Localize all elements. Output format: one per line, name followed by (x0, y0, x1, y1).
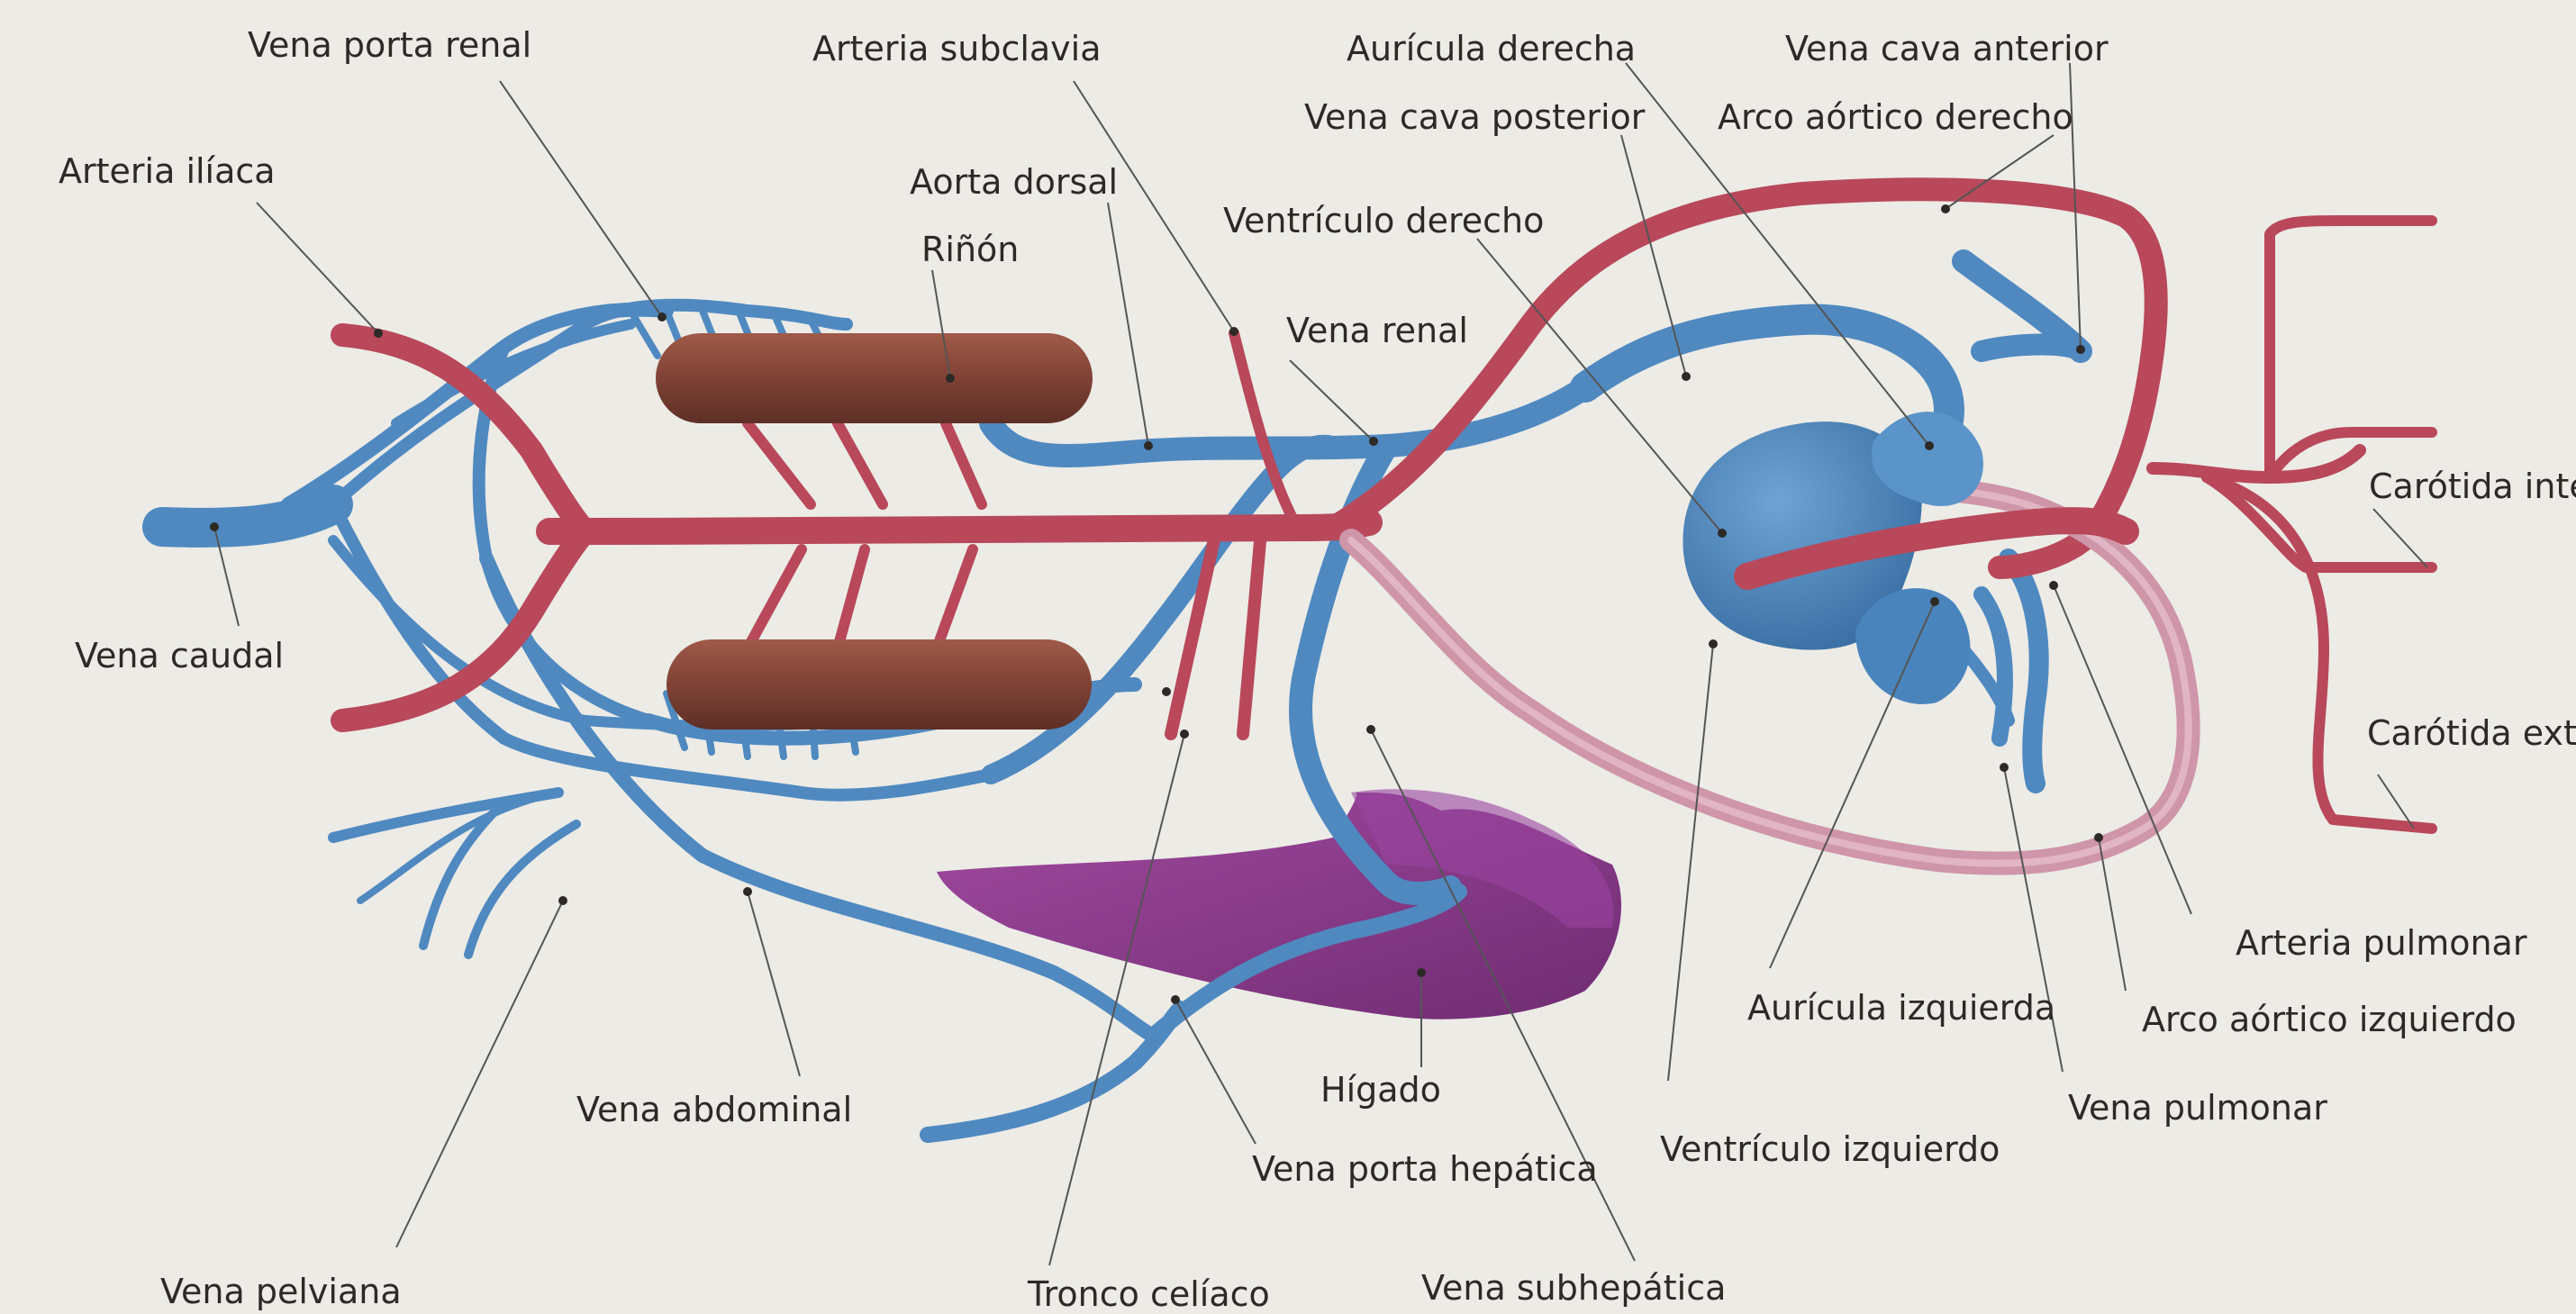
leader-carotida-interna (2373, 509, 2427, 567)
carotid-trunk (2153, 450, 2360, 477)
arteria-iliaca-vessel (342, 335, 585, 531)
leader-auricula-izquierda (1770, 602, 1935, 968)
label-vena-porta-hepatica: Vena porta hepática (1252, 1149, 1598, 1189)
carotida-branch-upper (2270, 221, 2432, 477)
rinon-lower (667, 639, 1092, 729)
label-arteria-iliaca: Arteria ilíaca (59, 151, 276, 191)
label-ventriculo-izquierdo: Ventrículo izquierdo (1660, 1129, 2000, 1169)
label-arteria-subclavia: Arteria subclavia (812, 29, 1102, 68)
leader-arteria-iliaca (257, 203, 378, 333)
leader-vena-renal (1290, 360, 1374, 441)
label-vena-caudal: Vena caudal (75, 636, 284, 675)
leader-aorta-dorsal (1108, 203, 1148, 446)
label-vena-cava-posterior: Vena cava posterior (1304, 97, 1645, 137)
leader-ventriculo-derecho (1477, 239, 1722, 533)
vena-pulmonar-vessel (2009, 558, 2039, 784)
leader-vena-porta-renal (500, 81, 662, 317)
artery-system (342, 189, 2432, 829)
label-aorta-dorsal: Aorta dorsal (910, 162, 1118, 202)
carotida-externa-vessel (2207, 477, 2432, 829)
label-arco-aortico-izquierdo: Arco aórtico izquierdo (2142, 1000, 2517, 1039)
vena-caudal-vessel (162, 504, 333, 528)
label-vena-subhepatica: Vena subhepática (1421, 1268, 1726, 1308)
leader-vena-porta-hepatica (1175, 1000, 1256, 1144)
auricula-izquierda-shape (1855, 588, 1970, 704)
leader-tronco-celiaco (1049, 734, 1184, 1265)
leader-vena-pelviana (396, 901, 563, 1247)
leader-ventriculo-izquierdo (1668, 644, 1713, 1081)
label-carotida-externa: Carótida exte (2367, 713, 2576, 753)
label-rinon: Riñón (921, 230, 1019, 269)
label-vena-pelviana: Vena pelviana (160, 1272, 402, 1311)
label-auricula-izquierda: Aurícula izquierda (1747, 988, 2055, 1028)
label-tronco-celiaco: Tronco celíaco (1028, 1274, 1270, 1314)
label-carotida-interna: Carótida inte (2369, 467, 2576, 506)
label-higado: Hígado (1320, 1070, 1441, 1110)
label-vena-porta-renal: Vena porta renal (248, 25, 531, 65)
leader-arteria-subclavia (1074, 81, 1234, 331)
aorta-dorsal-vessel (549, 522, 1369, 531)
label-vena-abdominal: Vena abdominal (576, 1090, 852, 1129)
tronco-celiaco-vessel (1171, 531, 1216, 734)
label-vena-renal: Vena renal (1286, 311, 1468, 350)
label-auricula-derecha: Aurícula derecha (1347, 29, 1636, 68)
leader-vena-abdominal (748, 892, 800, 1076)
rinon-upper (656, 333, 1093, 423)
label-vena-cava-anterior: Vena cava anterior (1785, 29, 2109, 68)
label-arco-aortico-derecho: Arco aórtico derecho (1718, 97, 2073, 137)
label-ventriculo-derecho: Ventrículo derecho (1223, 201, 1544, 240)
leader-arco-aortico-izquierdo (2099, 838, 2126, 991)
label-vena-pulmonar: Vena pulmonar (2068, 1088, 2327, 1128)
label-arteria-pulmonar: Arteria pulmonar (2236, 923, 2526, 963)
